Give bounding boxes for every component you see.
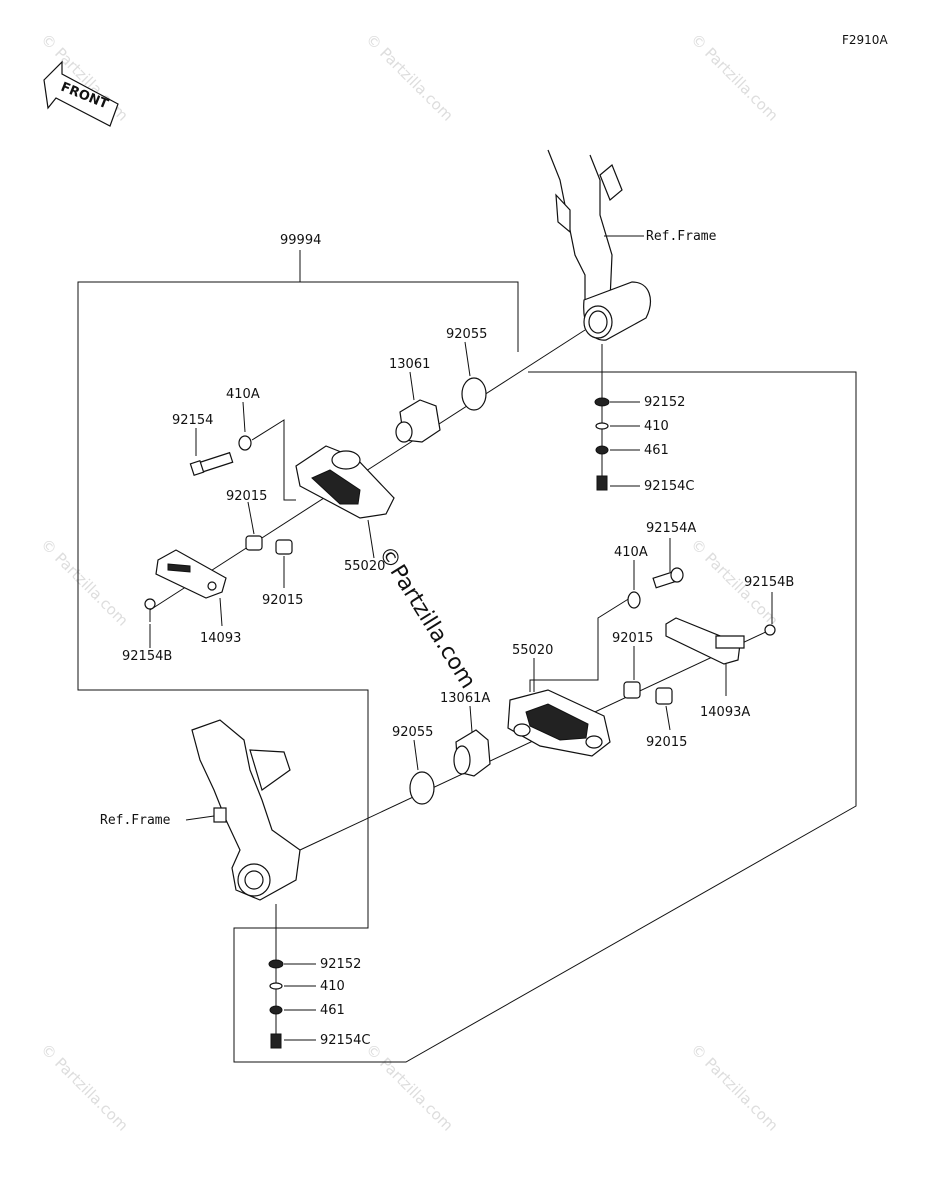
watermark: © Partzilla.com (37, 1040, 132, 1135)
collar-92015-4 (655, 687, 673, 705)
washer-410A-upper (238, 435, 252, 451)
collar-92015-3 (623, 681, 641, 699)
label-14093A: 14093A (700, 705, 750, 720)
label-410A-upper: 410A (226, 387, 260, 402)
bolt-92154A (652, 567, 684, 589)
label-92015-1: 92015 (226, 489, 267, 504)
label-14093: 14093 (200, 631, 241, 646)
label-92154B-upper: 92154B (122, 649, 172, 664)
label-13061: 13061 (389, 357, 430, 372)
upper-fastener-stack (594, 344, 640, 491)
label-92152-upper: 92152 (644, 395, 685, 410)
kit-outline (77, 250, 857, 1063)
ref-frame-label-lower: Ref.Frame (100, 813, 171, 828)
washer-410A-lower (627, 591, 641, 609)
cover-14093A (665, 617, 745, 665)
watermark: © Partzilla.com (362, 1040, 457, 1135)
watermark: © Partzilla.com (37, 535, 132, 630)
label-92154C-lower: 92154C (320, 1033, 370, 1048)
label-410A-lower: 410A (614, 545, 648, 560)
figure-code: F2910A (842, 33, 888, 47)
screw-92154B-lower (764, 624, 776, 636)
bushing-lower (453, 729, 491, 777)
watermark: © Partzilla.com (362, 30, 457, 125)
label-92055-lower: 92055 (392, 725, 433, 740)
label-92015-2: 92015 (262, 593, 303, 608)
label-55020-lower: 55020 (512, 643, 553, 658)
bolt-92154 (189, 451, 234, 477)
label-410-lower: 410 (320, 979, 345, 994)
slider-lower (507, 689, 611, 757)
watermark: © Partzilla.com (687, 30, 782, 125)
label-461-upper: 461 (644, 443, 669, 458)
screw-92154B-upper (144, 598, 156, 622)
label-92154C-upper: 92154C (644, 479, 694, 494)
ref-frame-label-upper: Ref.Frame (646, 229, 717, 244)
label-461-lower: 461 (320, 1003, 345, 1018)
label-92015-4: 92015 (646, 735, 687, 750)
kit-number: 99994 (280, 233, 321, 248)
lower-fastener-stack (268, 904, 316, 1049)
label-410-upper: 410 (644, 419, 669, 434)
cover-14093 (155, 549, 227, 599)
label-13061A: 13061A (440, 691, 490, 706)
label-92154B-lower: 92154B (744, 575, 794, 590)
oring-lower (409, 771, 435, 805)
label-92015-3: 92015 (612, 631, 653, 646)
watermark: © Partzilla.com (687, 1040, 782, 1135)
collar-92015-2 (275, 539, 293, 555)
upper-frame (547, 149, 651, 341)
center-watermark: ©Partzilla.com (373, 542, 480, 693)
label-92055-upper: 92055 (446, 327, 487, 342)
slider-upper (295, 445, 395, 519)
oring-upper (461, 377, 487, 411)
collar-92015-1 (245, 535, 263, 551)
label-92152-lower: 92152 (320, 957, 361, 972)
bushing-upper (395, 399, 441, 443)
label-92154: 92154 (172, 413, 213, 428)
lower-frame (191, 719, 301, 901)
label-92154A: 92154A (646, 521, 696, 536)
label-55020-upper: 55020 (344, 559, 385, 574)
